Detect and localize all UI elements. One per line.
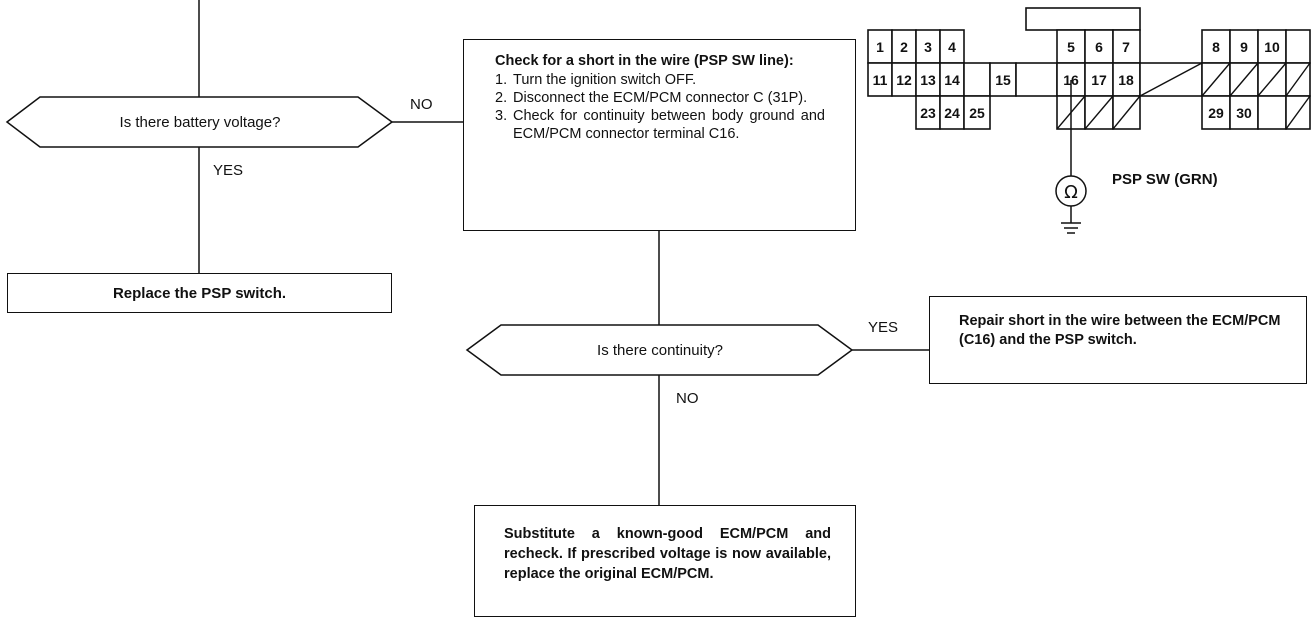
pin-7: 7 <box>1122 39 1130 55</box>
decision-continuity-text: Is there continuity? <box>597 342 723 359</box>
pin-15: 15 <box>995 72 1011 88</box>
battery-yes-label: YES <box>213 162 244 179</box>
continuity-no-label: NO <box>676 390 699 407</box>
pin-2: 2 <box>900 39 908 55</box>
step-1: 1.Turn the ignition switch OFF. <box>495 72 697 88</box>
step-2: 2.Disconnect the ECM/PCM connector C (31… <box>495 90 808 106</box>
pin-11: 11 <box>873 72 888 88</box>
pin-18: 18 <box>1118 72 1134 88</box>
pin-25: 25 <box>969 105 985 121</box>
battery-no-label: NO <box>410 96 433 113</box>
substitute-text: Substitute a known-good ECM/PCM and rech… <box>504 526 831 582</box>
pin-8: 8 <box>1212 39 1220 55</box>
pin-30: 30 <box>1236 105 1252 121</box>
substitute-box: Substitute a known-good ECM/PCM and rech… <box>474 505 856 617</box>
replace-switch-text: Replace the PSP switch. <box>112 284 287 302</box>
connector-label: PSP SW (GRN) <box>1112 171 1218 188</box>
pin-1: 1 <box>876 39 884 55</box>
pin-10: 10 <box>1264 39 1280 55</box>
pin-5: 5 <box>1067 39 1075 55</box>
pin-12: 12 <box>896 72 912 88</box>
ohm-symbol: Ω <box>1064 182 1078 203</box>
repair-short-text: Repair short in the wire between the ECM… <box>959 313 1281 348</box>
step-3: 3.Check for continuity between body grou… <box>495 108 825 142</box>
repair-short-box: Repair short in the wire between the ECM… <box>929 296 1307 384</box>
check-short-title: Check for a short in the wire (PSP SW li… <box>495 53 794 69</box>
pin-3: 3 <box>924 39 932 55</box>
pin-17: 17 <box>1091 72 1107 88</box>
pin-9: 9 <box>1240 39 1248 55</box>
replace-switch-box: Replace the PSP switch. <box>7 273 392 313</box>
pin-29: 29 <box>1208 105 1224 121</box>
pin-13: 13 <box>920 72 936 88</box>
pin-23: 23 <box>920 105 936 121</box>
pin-24: 24 <box>944 105 960 121</box>
pin-16: 16 <box>1063 72 1079 88</box>
pin-6: 6 <box>1095 39 1103 55</box>
pin-4: 4 <box>948 39 956 55</box>
decision-battery-voltage-text: Is there battery voltage? <box>119 114 281 131</box>
pin-14: 14 <box>944 72 960 88</box>
check-short-box: Check for a short in the wire (PSP SW li… <box>463 39 856 231</box>
continuity-yes-label: YES <box>868 319 899 336</box>
